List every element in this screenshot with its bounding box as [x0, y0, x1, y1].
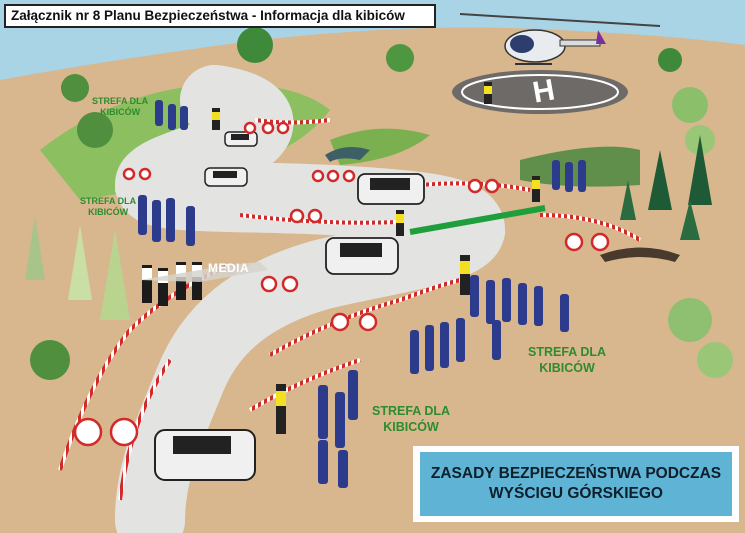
page-title: Załącznik nr 8 Planu Bezpieczeństwa - In…	[4, 4, 436, 28]
water-puddle	[325, 146, 370, 162]
zone-label-line2: KIBICÓW	[383, 419, 439, 434]
spectator-zone-label: STREFA DLA KIBICÓW	[528, 345, 606, 376]
info-box: ZASADY BEZPIECZEŃSTWA PODCZAS WYŚCIGU GÓ…	[413, 446, 739, 522]
rock-right	[600, 247, 680, 262]
zone-label-line2: KIBICÓW	[539, 360, 595, 375]
safety-tape-mid	[268, 278, 461, 357]
zone-label-line1: STREFA DLA	[528, 345, 607, 359]
safety-tape-top	[254, 118, 331, 125]
road	[114, 65, 506, 533]
marshals	[212, 82, 540, 434]
info-line2: WYŚCIGU GÓRSKIEGO	[489, 485, 663, 502]
spectators	[138, 100, 586, 488]
spectator-zone-label: STREFA DLA KIBICÓW	[80, 196, 136, 219]
info-box-inner: ZASADY BEZPIECZEŃSTWA PODCZAS WYŚCIGU GÓ…	[420, 452, 732, 516]
zone-label-line1: STREFA DLA	[80, 196, 137, 206]
safety-tape-upper	[239, 213, 401, 225]
info-line1: ZASADY BEZPIECZEŃSTWA PODCZAS	[430, 464, 722, 482]
safety-tape-right	[539, 213, 642, 242]
spectator-fence	[409, 205, 546, 235]
cars	[154, 131, 425, 481]
helicopter	[459, 13, 661, 65]
media-label: MEDIA	[208, 261, 250, 275]
safety-tape-mid-2	[248, 358, 361, 412]
helipad-ring	[461, 74, 619, 110]
media-zone-sign	[140, 262, 268, 282]
spectator-zone-label: STREFA DLA KIBICÓW	[92, 96, 148, 119]
helipad	[452, 70, 628, 114]
zone-label-line1: STREFA DLA	[372, 404, 451, 418]
no-entry-signs	[73, 121, 610, 447]
zone-label-line2: KIBICÓW	[100, 107, 141, 118]
zone-label-line2: KIBICÓW	[88, 207, 129, 218]
safety-tape-left-2	[118, 358, 172, 501]
zone-label-line1: STREFA DLA	[92, 96, 149, 106]
road-edge	[114, 65, 506, 533]
spectator-zone-label: STREFA DLA KIBICÓW	[372, 404, 450, 435]
